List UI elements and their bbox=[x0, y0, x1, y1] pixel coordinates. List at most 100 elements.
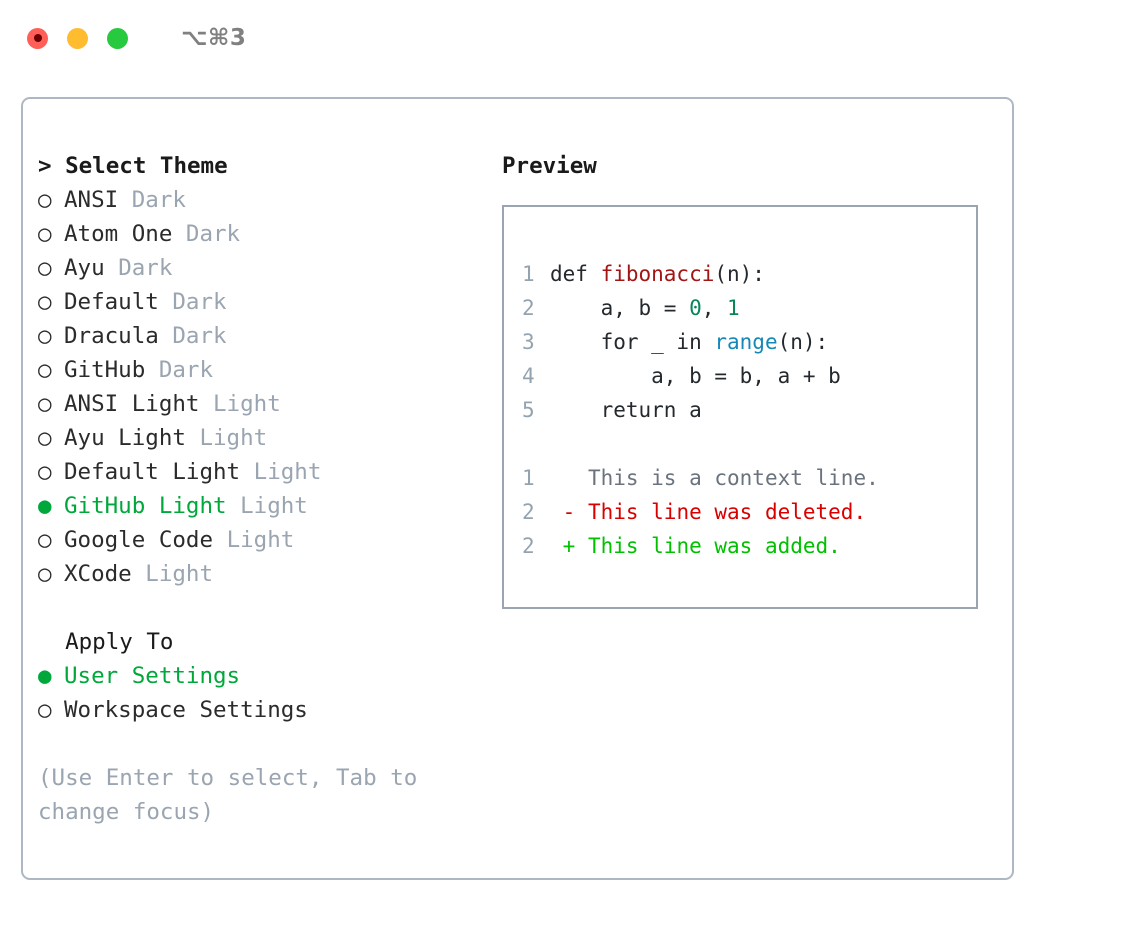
line-number: 1 bbox=[522, 466, 535, 490]
theme-option-ayu[interactable]: ○ Ayu Dark bbox=[38, 251, 488, 285]
theme-option-name: ANSI Light bbox=[64, 391, 200, 417]
diff-line-ctx: 1 This is a context line. bbox=[522, 461, 976, 495]
recording-indicator-icon bbox=[33, 34, 42, 42]
code-diff-separator bbox=[522, 427, 976, 461]
theme-option-name: Ayu Light bbox=[64, 425, 186, 451]
apply-to-options: ● User Settings ○ Workspace Settings bbox=[38, 659, 488, 727]
close-button[interactable] bbox=[27, 27, 48, 49]
theme-option-name: GitHub bbox=[64, 357, 146, 383]
prompt-caret: > bbox=[38, 153, 52, 179]
preview-heading: Preview bbox=[502, 153, 597, 179]
line-number: 2 bbox=[522, 534, 535, 558]
theme-list: ○ANSI Dark○Atom One Dark○Ayu Dark○Defaul… bbox=[38, 183, 488, 591]
theme-option-variant: Dark bbox=[172, 289, 227, 315]
apply-to-option-workspace-settings[interactable]: ○ Workspace Settings bbox=[38, 693, 488, 727]
theme-selector-panel: > Select Theme ○ANSI Dark○Atom One Dark○… bbox=[38, 149, 488, 829]
theme-option-variant: Dark bbox=[185, 221, 241, 247]
code-line: 2 a, b = 0, 1 bbox=[522, 291, 976, 325]
minimize-button[interactable] bbox=[67, 27, 88, 49]
theme-option-variant: Light bbox=[226, 527, 295, 553]
dialog-card: > Select Theme ○ANSI Dark○Atom One Dark○… bbox=[21, 97, 1014, 880]
line-number: 3 bbox=[522, 330, 535, 354]
theme-option-name: ANSI bbox=[64, 187, 119, 213]
radio-unselected-icon: ○ bbox=[38, 561, 52, 587]
theme-option-name: XCode bbox=[64, 561, 132, 587]
radio-unselected-icon: ○ bbox=[38, 221, 52, 247]
theme-option-variant: Light bbox=[145, 561, 214, 587]
maximize-button[interactable] bbox=[107, 27, 128, 49]
code-token: 1 bbox=[727, 296, 740, 320]
code-token: range bbox=[714, 330, 778, 354]
theme-option-name: Default bbox=[64, 289, 159, 315]
theme-option-variant: Dark bbox=[118, 255, 173, 281]
radio-unselected-icon: ○ bbox=[38, 459, 52, 485]
keyboard-shortcut-label: ⌥⌘3 bbox=[181, 25, 247, 51]
diff-line-add: 2 + This line was added. bbox=[522, 529, 976, 563]
radio-selected-icon: ● bbox=[38, 493, 52, 519]
code-token: 0 bbox=[689, 296, 702, 320]
radio-unselected-icon: ○ bbox=[38, 323, 52, 349]
code-token: a, b = bbox=[550, 296, 690, 320]
code-token: for _ in bbox=[550, 330, 715, 354]
line-number: 5 bbox=[522, 398, 535, 422]
apply-to-heading: Apply To bbox=[38, 625, 488, 659]
theme-option-name: Dracula bbox=[64, 323, 159, 349]
code-line: 4 a, b = b, a + b bbox=[522, 359, 976, 393]
apply-to-option-label: User Settings bbox=[64, 663, 241, 689]
theme-option-name: Google Code bbox=[64, 527, 214, 553]
radio-unselected-icon: ○ bbox=[38, 255, 52, 281]
list-spacer bbox=[38, 591, 488, 625]
theme-option-ansi[interactable]: ○ANSI Dark bbox=[38, 183, 488, 217]
title-bar: ⌥⌘3 bbox=[0, 0, 1140, 76]
code-line: 3 for _ in range(n): bbox=[522, 325, 976, 359]
keyboard-hint: (Use Enter to select, Tab to change focu… bbox=[38, 765, 431, 825]
code-line: 5 return a bbox=[522, 393, 976, 427]
theme-option-name: GitHub Light bbox=[64, 493, 227, 519]
theme-option-ansi-light[interactable]: ○ANSI Light Light bbox=[38, 387, 488, 421]
theme-option-atom-one[interactable]: ○Atom One Dark bbox=[38, 217, 488, 251]
theme-option-github[interactable]: ○GitHub Dark bbox=[38, 353, 488, 387]
diff-marker: - bbox=[550, 500, 588, 524]
line-number: 4 bbox=[522, 364, 535, 388]
apply-to-option-label: Workspace Settings bbox=[64, 697, 308, 723]
diff-marker bbox=[550, 466, 588, 490]
radio-unselected-icon: ○ bbox=[38, 425, 52, 451]
diff-text: This line was added. bbox=[587, 534, 841, 558]
line-number: 2 bbox=[522, 500, 535, 524]
apply-to-option-user-settings[interactable]: ● User Settings bbox=[38, 659, 488, 693]
code-token: a, b = b, a + b bbox=[550, 364, 841, 388]
theme-option-variant: Light bbox=[199, 425, 268, 451]
diff-text: This line was deleted. bbox=[587, 500, 867, 524]
theme-option-default-light[interactable]: ○Default Light Light bbox=[38, 455, 488, 489]
diff-line-del: 2 - This line was deleted. bbox=[522, 495, 976, 529]
diff-text: This is a context line. bbox=[587, 466, 879, 490]
code-token: (n): bbox=[714, 262, 765, 286]
radio-unselected-icon: ○ bbox=[38, 357, 52, 383]
radio-unselected-icon: ○ bbox=[38, 697, 52, 723]
theme-option-name: Ayu bbox=[64, 255, 105, 281]
select-theme-heading: > Select Theme bbox=[38, 149, 488, 183]
diff-sample: 1 This is a context line.2 - This line w… bbox=[522, 461, 976, 563]
theme-option-dracula[interactable]: ○Dracula Dark bbox=[38, 319, 488, 353]
theme-option-variant: Dark bbox=[131, 187, 186, 213]
code-token: , bbox=[701, 296, 728, 320]
theme-option-github-light[interactable]: ● GitHub Light Light bbox=[38, 489, 488, 523]
radio-selected-icon: ● bbox=[38, 663, 52, 689]
theme-option-variant: Light bbox=[253, 459, 322, 485]
theme-option-google-code[interactable]: ○Google Code Light bbox=[38, 523, 488, 557]
theme-option-ayu-light[interactable]: ○ Ayu Light Light bbox=[38, 421, 488, 455]
apply-to-label: Apply To bbox=[65, 629, 174, 655]
line-number: 2 bbox=[522, 296, 535, 320]
line-number: 1 bbox=[522, 262, 535, 286]
select-theme-label: Select Theme bbox=[65, 153, 228, 179]
window-controls bbox=[27, 27, 128, 49]
theme-option-xcode[interactable]: ○ XCode Light bbox=[38, 557, 488, 591]
code-token: fibonacci bbox=[600, 262, 715, 286]
theme-option-default[interactable]: ○Default Dark bbox=[38, 285, 488, 319]
theme-option-variant: Light bbox=[213, 391, 281, 417]
diff-marker: + bbox=[550, 534, 588, 558]
theme-option-variant: Light bbox=[240, 493, 308, 519]
